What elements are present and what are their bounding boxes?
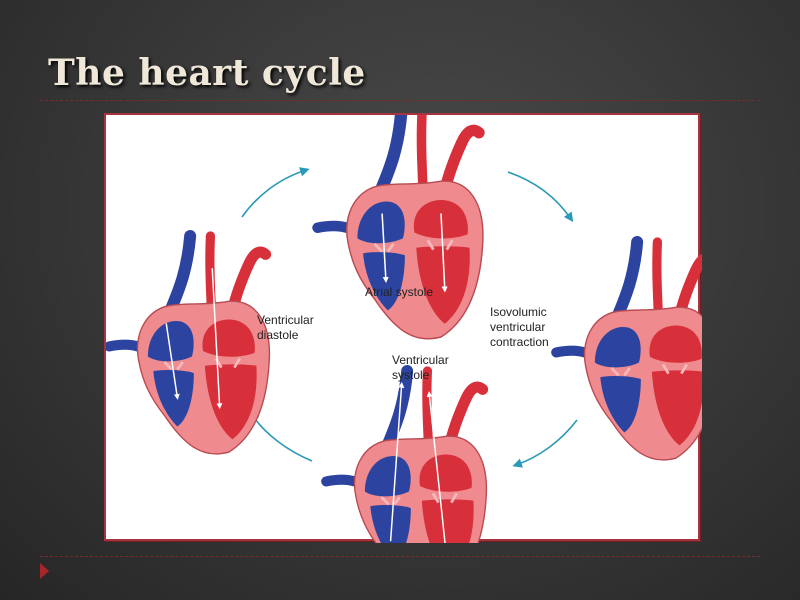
label-ventricular-diastole: Ventricular diastole bbox=[257, 313, 314, 343]
heart-cycle-diagram bbox=[106, 115, 702, 543]
cycle-arrow-bottom-left bbox=[252, 415, 312, 461]
label-line: diastole bbox=[257, 328, 314, 343]
title-divider bbox=[40, 100, 760, 101]
label-atrial-systole: Atrial systole bbox=[365, 285, 433, 300]
label-line: contraction bbox=[490, 335, 549, 350]
slide-title: The heart cycle bbox=[48, 52, 366, 94]
label-isovolumic-contraction: Isovolumic ventricular contraction bbox=[490, 305, 549, 350]
heart-isovolumic-contraction bbox=[556, 242, 702, 460]
heart-ventricular-systole bbox=[326, 371, 486, 543]
footer-divider bbox=[40, 556, 760, 557]
label-line: systole bbox=[392, 368, 449, 383]
cycle-arrow-top-left bbox=[242, 170, 306, 217]
label-line: Ventricular bbox=[392, 353, 449, 368]
next-slide-arrow-icon[interactable] bbox=[40, 563, 49, 579]
cycle-arrow-bottom-right bbox=[516, 420, 577, 465]
heart-cycle-figure: Atrial systole Isovolumic ventricular co… bbox=[104, 113, 700, 541]
heart-atrial-systole bbox=[318, 115, 483, 339]
cycle-arrow-top-right bbox=[508, 172, 571, 219]
label-line: ventricular bbox=[490, 320, 549, 335]
label-line: Isovolumic bbox=[490, 305, 549, 320]
heart-ventricular-diastole bbox=[109, 236, 269, 454]
label-line: Ventricular bbox=[257, 313, 314, 328]
label-ventricular-systole: Ventricular systole bbox=[392, 353, 449, 383]
